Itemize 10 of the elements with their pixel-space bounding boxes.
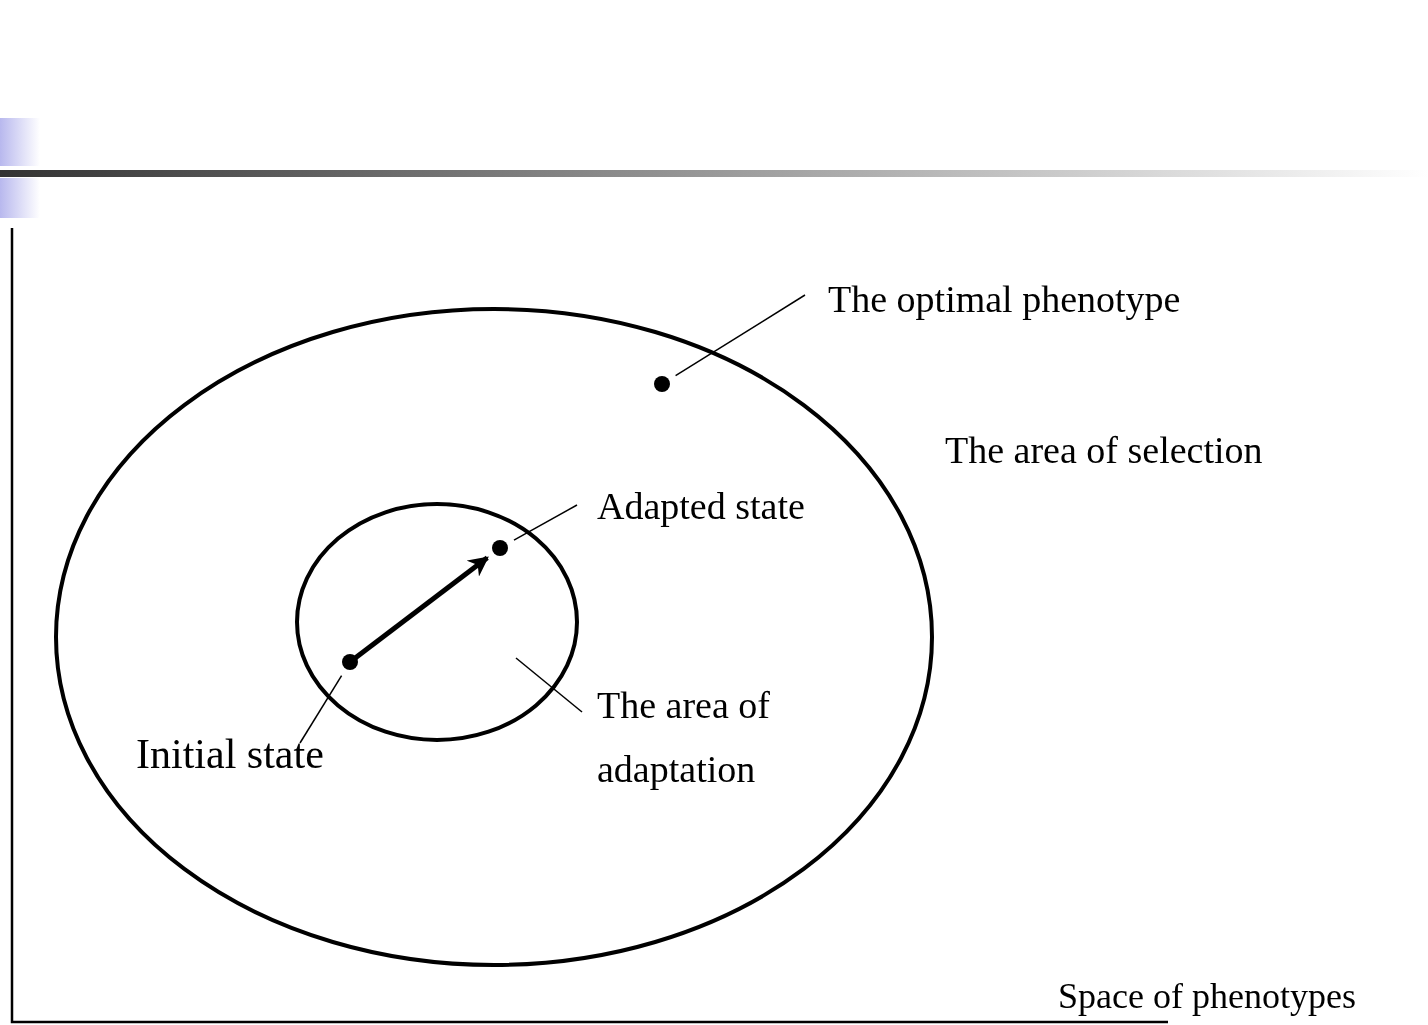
region-label: Space of phenotypes <box>1058 975 1356 1017</box>
leader-line <box>299 674 343 744</box>
callout-text: Initial state <box>136 730 324 779</box>
leader-line <box>674 294 806 377</box>
region-label: The area of selection <box>945 428 1263 472</box>
leader-line <box>513 504 578 541</box>
callout-text: Adapted state <box>597 485 805 529</box>
callout-text: The optimal phenotype <box>828 278 1181 322</box>
leader-line <box>515 657 583 713</box>
callout-text: The area of adaptation <box>597 683 771 792</box>
